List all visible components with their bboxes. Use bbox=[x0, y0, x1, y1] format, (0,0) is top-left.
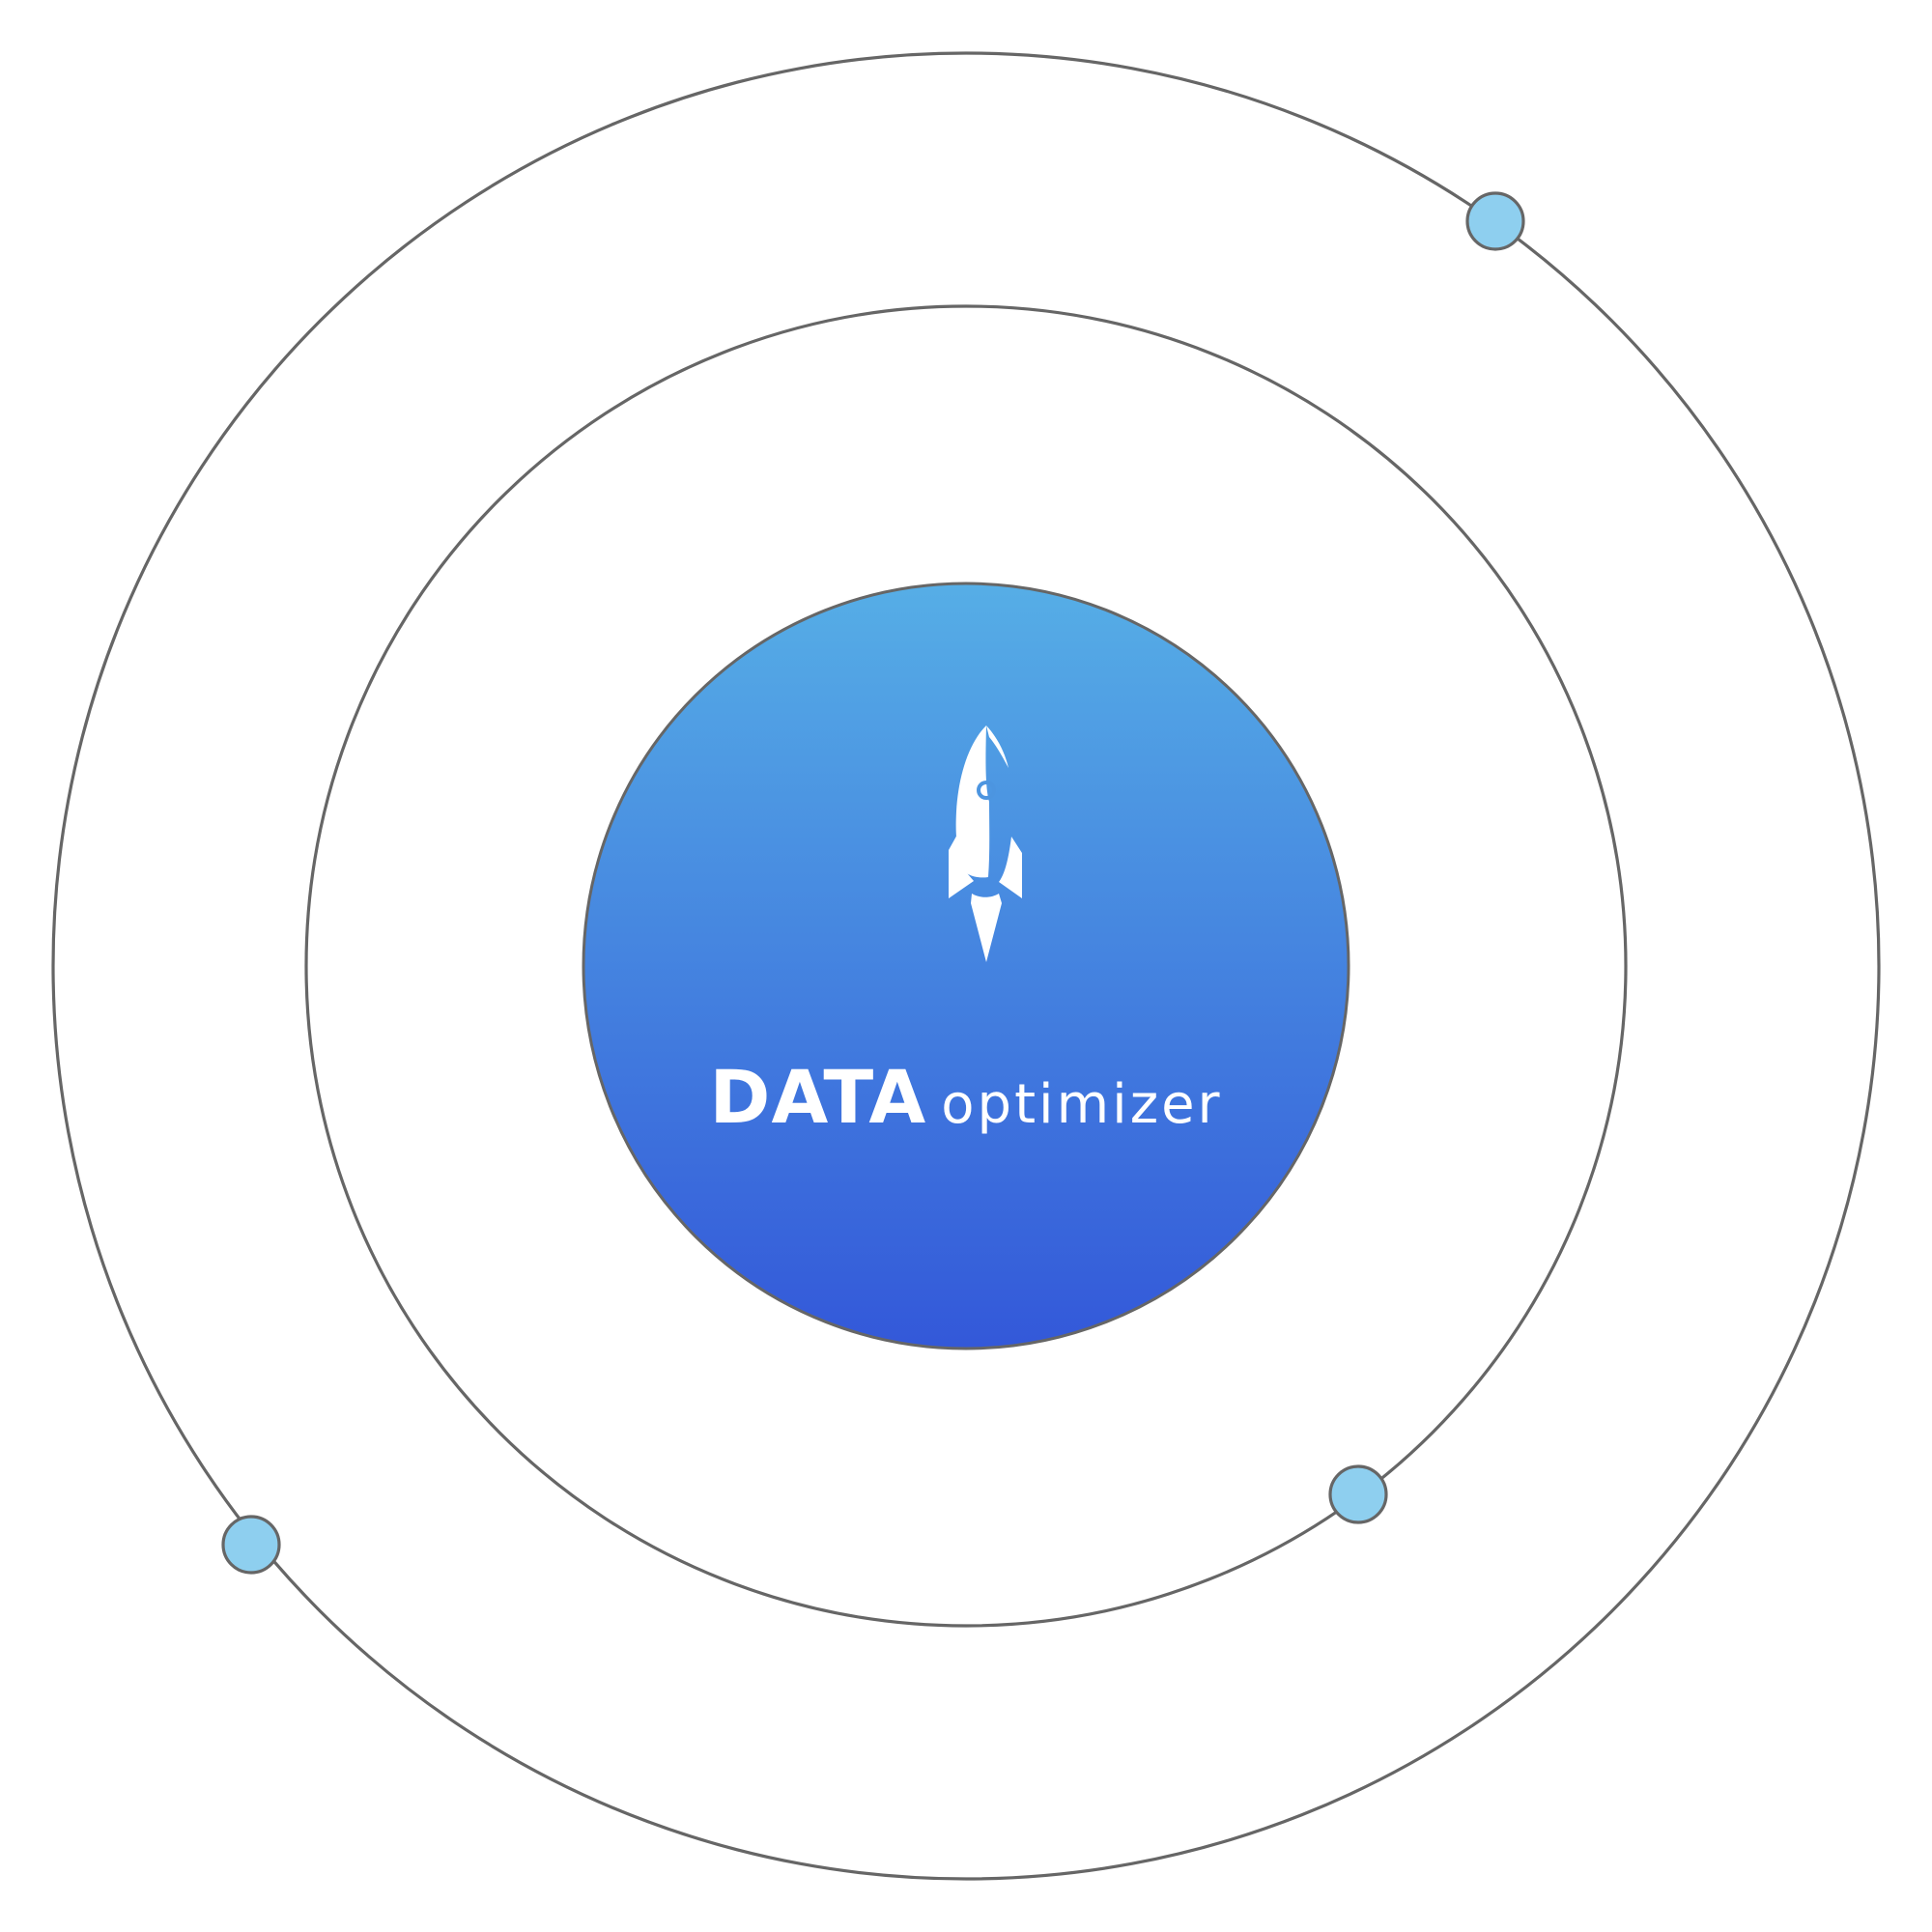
outer-orbit-ring bbox=[51, 51, 1881, 1881]
satellite-node-bottom-right bbox=[1328, 1464, 1388, 1524]
rocket-icon bbox=[949, 725, 1022, 962]
satellite-node-top-right bbox=[1465, 191, 1525, 251]
inner-orbit-ring bbox=[304, 304, 1628, 1628]
brand-wordmark: DATA optimizer bbox=[709, 1054, 1222, 1140]
brand-name-light: optimizer bbox=[941, 1073, 1222, 1136]
rocket-window bbox=[977, 781, 996, 800]
satellite-node-bottom-left bbox=[221, 1515, 281, 1575]
center-core-circle bbox=[582, 582, 1350, 1350]
brand-name-strong: DATA bbox=[709, 1054, 926, 1140]
